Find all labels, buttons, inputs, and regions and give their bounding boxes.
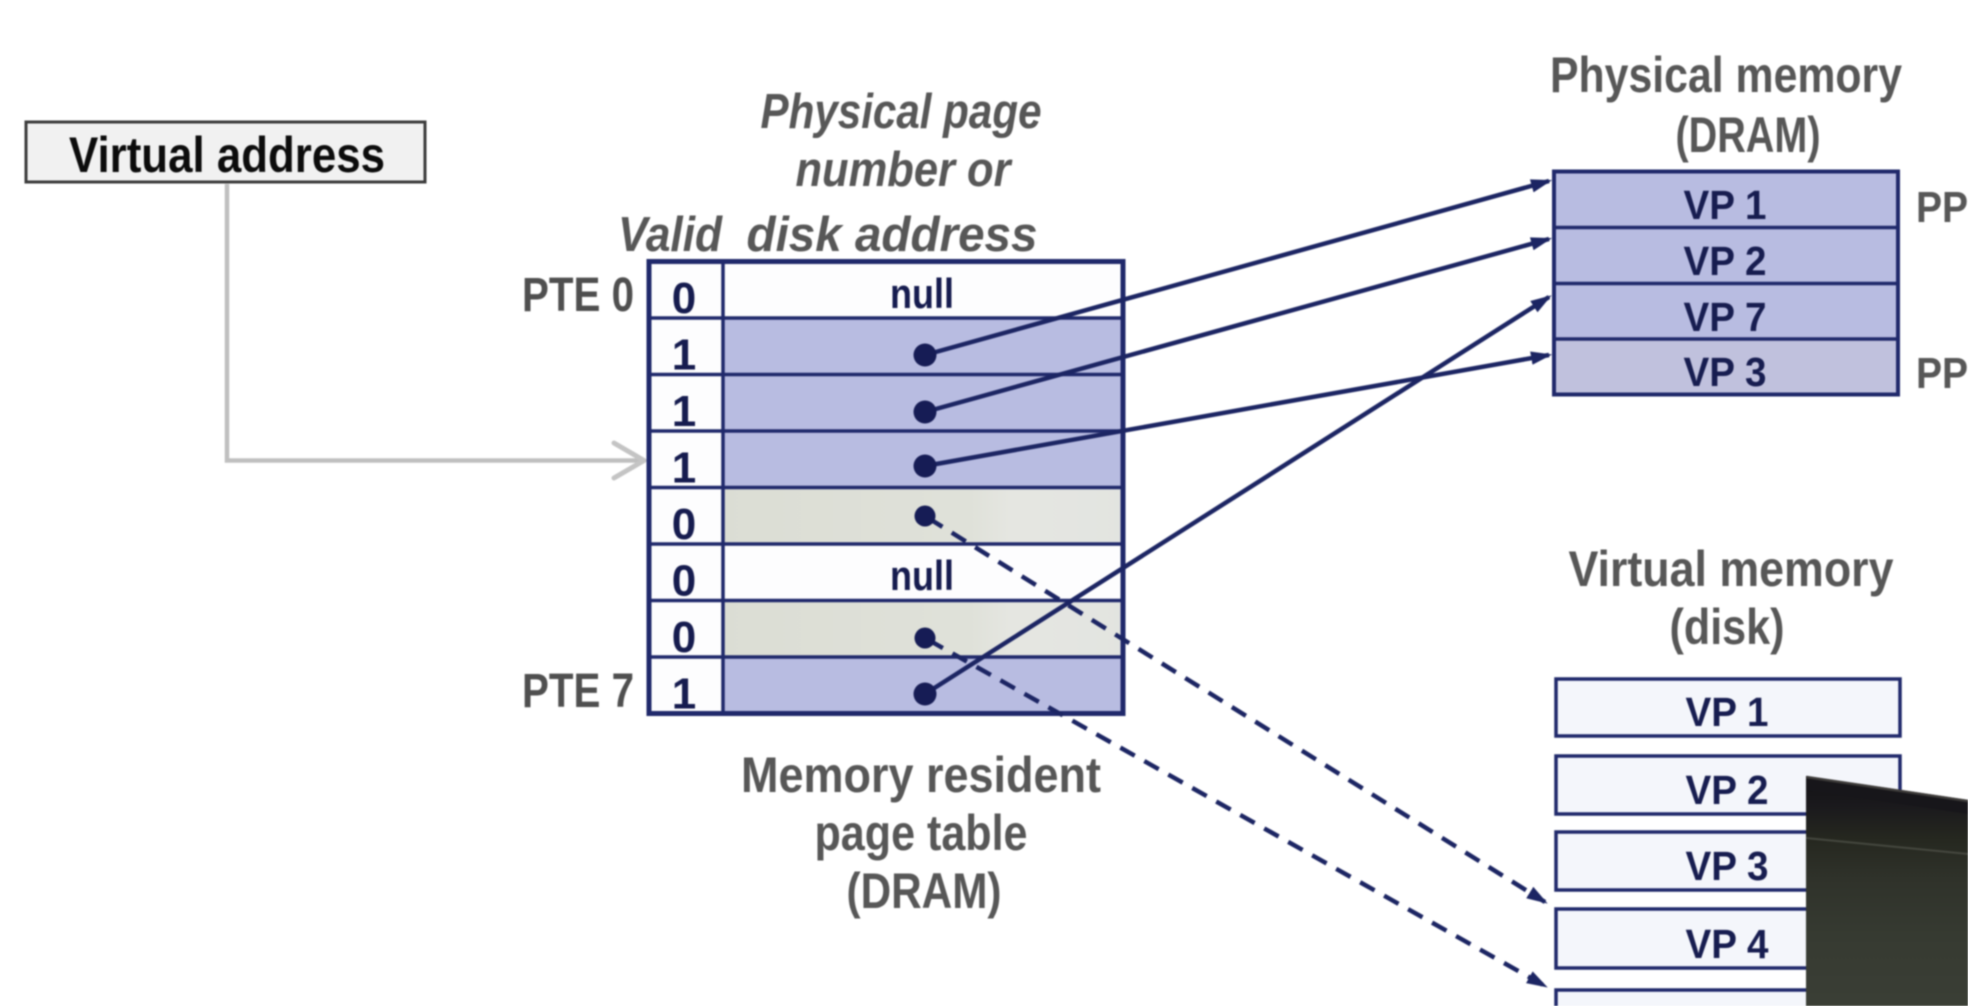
svg-text:VP 3: VP 3 [1686, 843, 1769, 889]
svg-text:VP 7: VP 7 [1684, 294, 1767, 340]
svg-text:(DRAM): (DRAM) [847, 863, 1002, 919]
svg-text:Virtual address: Virtual address [69, 127, 385, 183]
svg-text:VP 4: VP 4 [1686, 921, 1769, 967]
svg-text:Valid: Valid [618, 208, 723, 262]
svg-text:VP 3: VP 3 [1684, 349, 1767, 395]
svg-text:PP 0: PP 0 [1916, 183, 1968, 232]
svg-text:VP 1: VP 1 [1686, 689, 1769, 735]
svg-text:VP 1: VP 1 [1684, 182, 1767, 228]
svg-text:1: 1 [672, 387, 696, 436]
svg-text:0: 0 [672, 500, 696, 549]
svg-text:disk address: disk address [747, 208, 1038, 262]
svg-text:null: null [890, 552, 954, 599]
svg-text:PTE 0: PTE 0 [522, 269, 634, 322]
svg-text:Memory resident: Memory resident [741, 747, 1101, 803]
svg-text:1: 1 [672, 331, 696, 380]
svg-text:PP 3: PP 3 [1916, 349, 1968, 398]
svg-text:Physical page: Physical page [761, 85, 1042, 139]
svg-text:number or: number or [796, 143, 1014, 197]
svg-text:(DRAM): (DRAM) [1676, 107, 1821, 163]
svg-text:Physical memory: Physical memory [1550, 47, 1902, 103]
svg-text:0: 0 [672, 274, 696, 323]
svg-text:VP 2: VP 2 [1686, 767, 1769, 813]
svg-text:1: 1 [672, 444, 696, 493]
svg-text:PTE 7: PTE 7 [522, 665, 634, 718]
svg-text:Virtual memory: Virtual memory [1569, 541, 1894, 597]
svg-text:VP 2: VP 2 [1684, 238, 1767, 284]
svg-text:(disk): (disk) [1670, 599, 1785, 655]
svg-text:1: 1 [672, 670, 696, 719]
svg-text:page table: page table [815, 805, 1028, 861]
svg-text:0: 0 [672, 557, 696, 606]
svg-text:0: 0 [672, 613, 696, 662]
svg-text:null: null [890, 270, 954, 317]
